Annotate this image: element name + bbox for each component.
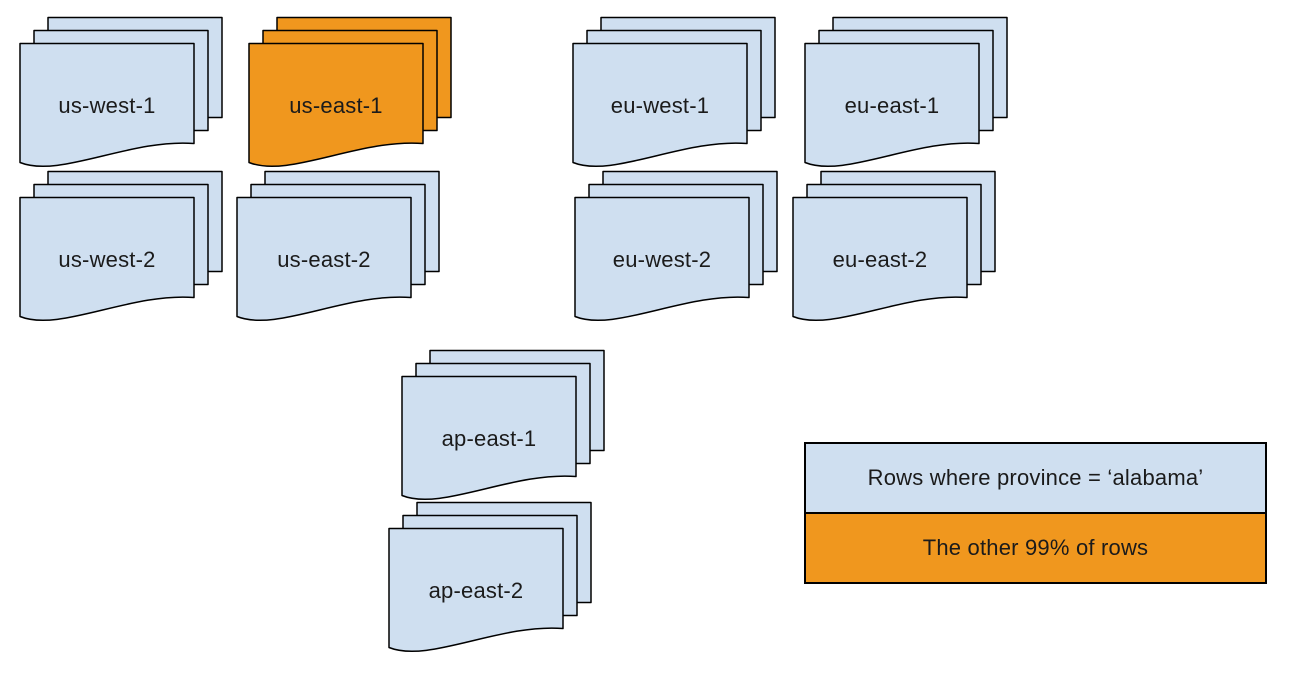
legend-row-label: Rows where province = ‘alabama’ bbox=[867, 465, 1204, 490]
legend-row-other-rows: The other 99% of rows bbox=[806, 514, 1265, 582]
region-stack-us-west-1: us-west-1 bbox=[19, 16, 225, 172]
region-label: eu-west-1 bbox=[610, 93, 710, 118]
legend-row-label: The other 99% of rows bbox=[922, 535, 1149, 560]
region-label: us-east-1 bbox=[289, 93, 383, 118]
region-label: us-west-1 bbox=[58, 93, 156, 118]
region-stack-us-east-2: us-east-2 bbox=[236, 170, 442, 326]
region-label: us-east-2 bbox=[277, 247, 371, 272]
legend: Rows where province = ‘alabama’ The othe… bbox=[804, 442, 1267, 584]
region-label: ap-east-1 bbox=[441, 426, 537, 451]
region-label: ap-east-2 bbox=[428, 578, 524, 603]
region-stack-ap-east-1: ap-east-1 bbox=[401, 349, 607, 505]
region-label: eu-west-2 bbox=[612, 247, 712, 272]
legend-row-alabama: Rows where province = ‘alabama’ bbox=[806, 444, 1265, 514]
region-stack-eu-east-1: eu-east-1 bbox=[804, 16, 1010, 172]
region-stack-ap-east-2: ap-east-2 bbox=[388, 501, 594, 657]
region-label: us-west-2 bbox=[58, 247, 156, 272]
region-stack-eu-west-1: eu-west-1 bbox=[572, 16, 778, 172]
region-stack-us-west-2: us-west-2 bbox=[19, 170, 225, 326]
region-label: eu-east-1 bbox=[844, 93, 940, 118]
region-label: eu-east-2 bbox=[832, 247, 928, 272]
region-stack-eu-west-2: eu-west-2 bbox=[574, 170, 780, 326]
region-stack-eu-east-2: eu-east-2 bbox=[792, 170, 998, 326]
region-stack-us-east-1: us-east-1 bbox=[248, 16, 454, 172]
